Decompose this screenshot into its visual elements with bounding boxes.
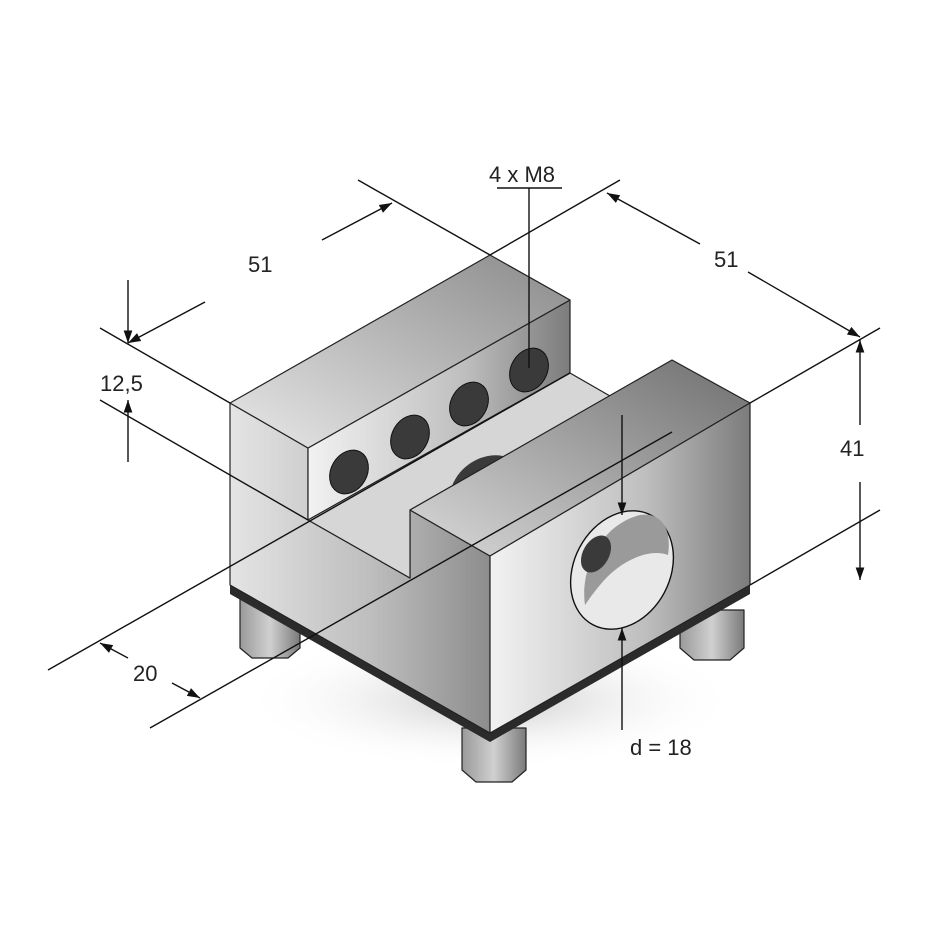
foot-front-center: [461, 727, 527, 783]
left-block-top-face: [229, 254, 571, 449]
slot-depth-dimension-label: 12,5: [100, 371, 143, 396]
depth-dimension-label: 51: [248, 252, 272, 277]
threaded-hole-4: [509, 347, 549, 393]
threaded-hole-1: [329, 449, 369, 495]
bore: [569, 510, 675, 630]
bore-through-hole: [580, 535, 612, 573]
threaded-hole-2: [390, 414, 430, 460]
slot-offset-dimension-label: 20: [133, 661, 157, 686]
bore-callout-label: d = 18: [630, 735, 692, 760]
threaded-holes: [329, 347, 549, 495]
threaded-hole-3: [449, 381, 489, 427]
height-dimension-label: 41: [840, 436, 864, 461]
width-dimension-label: 51: [714, 247, 738, 272]
dimension-lines: [47, 179, 881, 730]
thread-callout-label: 4 x M8: [489, 162, 555, 187]
